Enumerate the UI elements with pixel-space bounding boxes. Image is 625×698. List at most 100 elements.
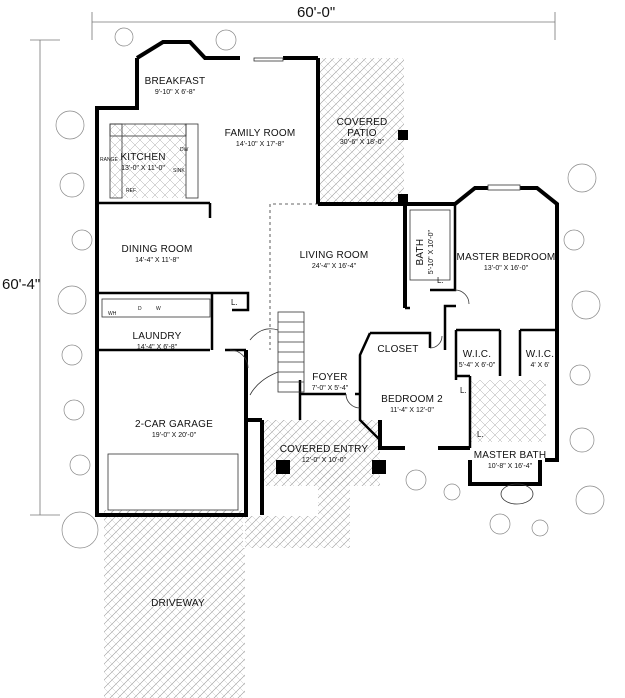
shrub (63, 399, 85, 421)
shrub (575, 485, 605, 515)
room-name: PATIO (347, 127, 377, 139)
room-size: 11'-4" X 12'-0" (390, 406, 434, 414)
shrub (571, 290, 601, 320)
overall-depth-dimension: 60'-4" (2, 276, 41, 293)
shrub (563, 229, 585, 251)
room-name: LIVING ROOM (299, 250, 369, 261)
room-size: 5'-4" X 6'-0" (458, 361, 496, 369)
laundry-counter (101, 298, 211, 318)
room-kitchen: KITCHEN 13'-0" X 11'-0" (120, 148, 165, 172)
room-wic-2: W.I.C. 4' X 6' (526, 345, 554, 369)
room-size: 5'-10" X 10'-0" (427, 229, 435, 275)
fixture-dryer: D (138, 306, 142, 312)
room-size: 24'-4" X 16'-4" (311, 262, 357, 270)
shrub (57, 285, 87, 315)
room-name: BREAKFAST (144, 76, 206, 87)
room-living: LIVING ROOM 24'-4" X 16'-4" (300, 246, 369, 270)
shrub (489, 513, 511, 535)
room-size: 14'-4" X 6'-8" (136, 343, 178, 351)
room-name: COVERED ENTRY (279, 444, 369, 455)
shrub (55, 110, 85, 140)
bath-counter (409, 209, 451, 281)
room-name: BATH (414, 238, 426, 266)
room-size: 13'-0" X 11'-0" (121, 164, 165, 172)
columns (276, 130, 408, 474)
exterior-walls (95, 40, 559, 517)
room-master-bath: MASTER BATH 10'-8" X 16'-4" (474, 446, 547, 470)
room-covered-entry: COVERED ENTRY 12'-0" X 10'-0" (280, 440, 369, 464)
fixture-sink: SINK (173, 168, 185, 174)
room-size: 9'-10" X 6'-8" (154, 88, 196, 96)
fixture-linen-2: L. (437, 276, 444, 285)
fixture-washer: W (156, 306, 161, 312)
shrub (61, 344, 83, 366)
shrub (215, 29, 237, 51)
room-name: FAMILY ROOM (224, 128, 296, 139)
room-name: KITCHEN (120, 152, 166, 163)
shrub (531, 519, 549, 537)
fixture-dishwasher: DW (180, 147, 189, 153)
shrub (114, 27, 134, 47)
shrub (61, 511, 99, 549)
room-master-bedroom: MASTER BEDROOM 13'-0" X 16'-0" (457, 248, 556, 272)
room-name: BEDROOM 2 (381, 394, 443, 405)
room-bedroom-2: BEDROOM 2 11'-4" X 12'-0" (381, 390, 443, 414)
room-foyer: FOYER 7'-0" X 5'-4" (312, 368, 348, 392)
tub (500, 483, 534, 505)
room-name: FOYER (312, 372, 348, 383)
entry-paving (262, 420, 380, 486)
room-name: W.I.C. (462, 349, 492, 360)
room-name: W.I.C. (525, 349, 555, 360)
room-size: 10'-8" X 16'-4" (487, 462, 533, 470)
room-garage: 2-CAR GARAGE 19'-0" X 20'-0" (135, 415, 213, 439)
room-name: MASTER BATH (473, 450, 547, 461)
shrub (569, 427, 595, 453)
room-size: 14'-10" X 17'-8" (235, 140, 285, 148)
fixture-water-heater: WH (108, 311, 117, 317)
fixture-refrigerator: REF. (126, 188, 137, 194)
shrub (59, 172, 85, 198)
shrub (69, 454, 91, 476)
overall-width-dimension: 60'-0" (297, 4, 336, 21)
landscaping (55, 27, 605, 549)
shrub (405, 469, 427, 491)
room-wic-1: W.I.C. 5'-4" X 6'-0" (459, 345, 495, 369)
garage-door (107, 453, 239, 511)
patio-paving (318, 58, 404, 204)
shrub (567, 163, 597, 193)
room-name: CLOSET (377, 344, 419, 355)
room-covered-patio: COVERED PATIO 30'-6" X 18'-0" (336, 117, 388, 146)
room-name: DRIVEWAY (151, 598, 205, 609)
room-laundry: LAUNDRY 14'-4" X 6'-8" (132, 327, 181, 351)
room-size: 30'-6" X 18'-0" (339, 139, 385, 146)
fixture-linen-1: L. (231, 298, 238, 307)
master-bath-floor (470, 380, 546, 442)
details (101, 57, 534, 511)
room-breakfast: BREAKFAST 9'-10" X 6'-8" (145, 72, 206, 96)
room-driveway: DRIVEWAY (151, 594, 205, 611)
room-bath: BATH 5'-10" X 10'-0" (411, 227, 435, 277)
room-size: 7'-0" X 5'-4" (311, 384, 349, 392)
fixture-range: RANGE (100, 157, 118, 163)
room-name: DINING ROOM (121, 244, 193, 255)
room-size: 13'-0" X 16'-0" (483, 264, 529, 272)
shrub (443, 483, 461, 501)
room-closet: CLOSET (377, 340, 418, 357)
driveway-paving (104, 470, 350, 698)
shrub (71, 229, 93, 251)
dimension-lines (30, 12, 556, 516)
room-name: LAUNDRY (132, 331, 182, 342)
room-name: MASTER BEDROOM (456, 252, 556, 263)
shrub (569, 364, 591, 386)
room-name: COVERED (336, 117, 388, 128)
room-size: 4' X 6' (530, 361, 550, 369)
room-family: FAMILY ROOM 14'-10" X 17'-8" (225, 124, 296, 148)
room-size: 14'-4" X 11'-8" (135, 256, 179, 264)
fixture-linen-3: L. (460, 386, 467, 395)
room-dining: DINING ROOM 14'-4" X 11'-8" (121, 240, 192, 264)
fixture-linen-4: L. (477, 430, 484, 439)
room-size: 12'-0" X 10'-0" (301, 456, 347, 464)
room-name: 2-CAR GARAGE (135, 419, 213, 430)
room-size: 19'-0" X 20'-0" (151, 431, 197, 439)
